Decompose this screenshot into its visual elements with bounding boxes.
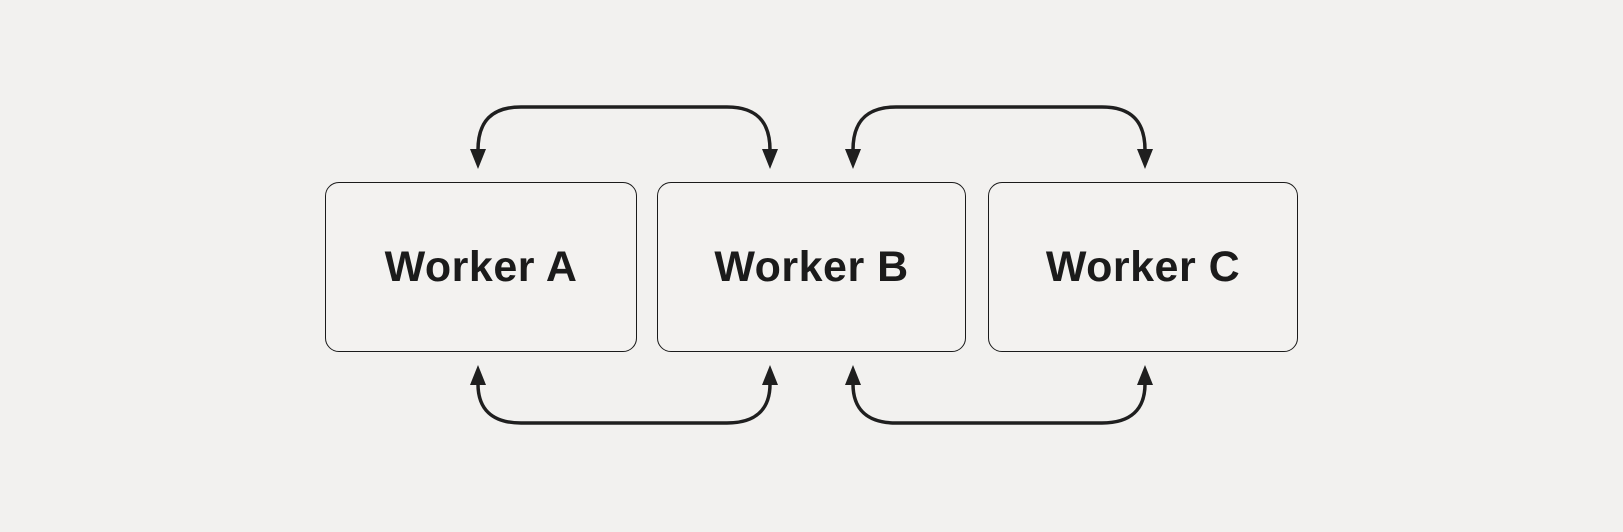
node-worker-c-label: Worker C (1045, 242, 1241, 291)
edge-worker-b-worker-c-top-arrow (845, 105, 1153, 169)
node-worker-b: Worker B (657, 182, 966, 352)
node-worker-a: Worker A (325, 182, 637, 352)
node-worker-c: Worker C (988, 182, 1298, 352)
edge-worker-a-worker-b-top-arrow (470, 105, 778, 169)
edge-worker-b-worker-c-bottom-arrow (845, 365, 1153, 425)
node-worker-a-label: Worker A (384, 242, 578, 291)
edge-worker-a-worker-b-bottom-arrow (470, 365, 778, 425)
node-worker-b-label: Worker B (714, 242, 909, 291)
